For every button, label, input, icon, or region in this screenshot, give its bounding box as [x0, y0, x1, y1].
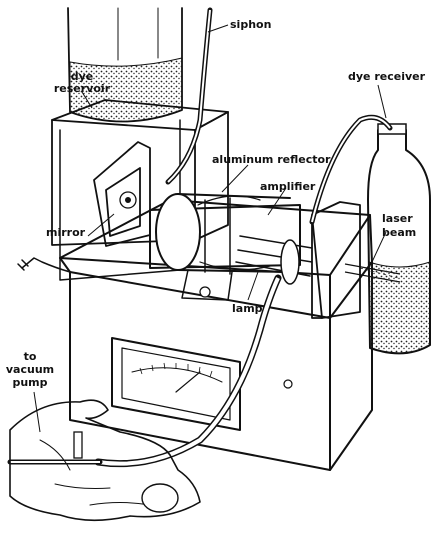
label-siphon: siphon	[230, 18, 271, 31]
power-plug	[17, 257, 71, 273]
vacuum-hose	[7, 274, 282, 468]
label-amplifier: amplifier	[260, 180, 316, 193]
label-vacuum-line2: vacuum	[6, 363, 54, 376]
hand	[9, 399, 201, 522]
mirror-bracket	[93, 141, 151, 247]
meter	[111, 337, 241, 431]
label-laser-beam-line2: beam	[382, 226, 416, 239]
label-dye-reservoir-line1: dye	[71, 70, 94, 83]
laser-head	[149, 193, 313, 301]
label-mirror: mirror	[46, 226, 86, 239]
leader-lines	[33, 24, 387, 433]
siphon-tube	[165, 7, 213, 185]
dye-reservoir	[67, 7, 183, 123]
base-box	[59, 199, 373, 471]
label-lamp: lamp	[232, 302, 263, 315]
label-dye-receiver: dye receiver	[348, 70, 426, 83]
label-aluminum-reflector: aluminum reflector	[212, 153, 331, 166]
label-vacuum-line3: pump	[12, 376, 47, 389]
output-bracket	[311, 201, 361, 319]
receiver-tube	[309, 114, 393, 225]
label-dye-reservoir-line2: reservoir	[54, 82, 111, 95]
label-laser-beam-line1: laser	[382, 212, 413, 225]
label-vacuum-line1: to	[24, 350, 37, 363]
